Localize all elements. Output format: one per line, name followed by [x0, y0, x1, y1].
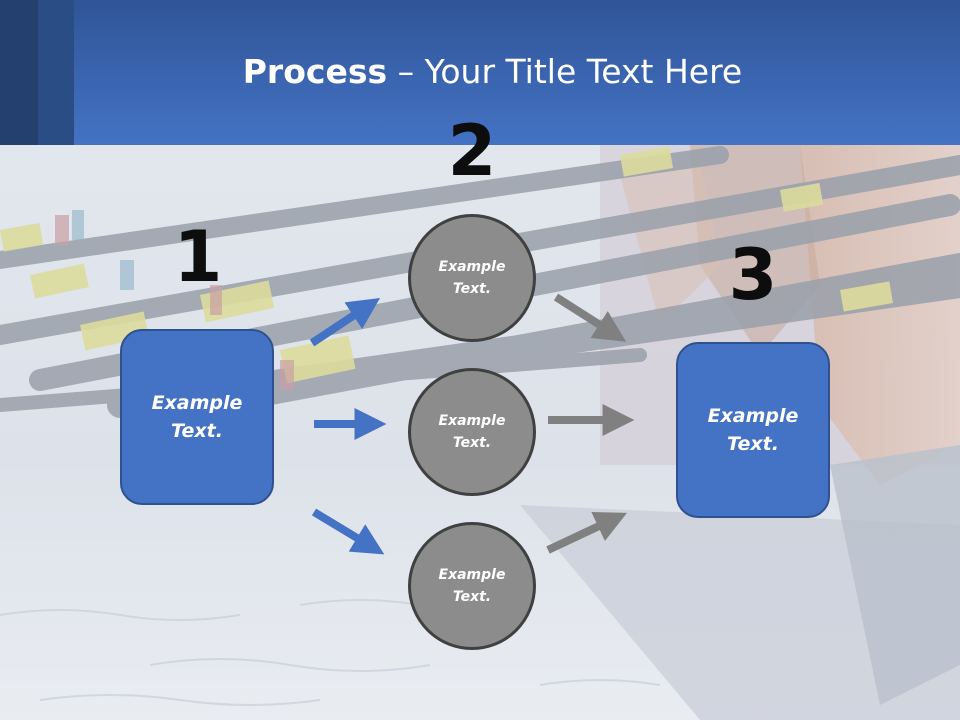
arrow-blue-down	[311, 508, 385, 555]
circle-label-line: Text.	[452, 281, 492, 297]
circle-label-line: Text.	[452, 589, 492, 605]
arrow-gray-down	[553, 293, 627, 342]
step-2-circle-middle[interactable]: Example Text.	[408, 368, 536, 496]
box-label-line: Text.	[727, 433, 779, 455]
step-3-box[interactable]: Example Text.	[676, 342, 830, 518]
circle-label-line: Example	[438, 566, 506, 583]
step-2-circle-top[interactable]: Example Text.	[408, 214, 536, 342]
circle-label-line: Text.	[452, 435, 492, 451]
box-label-line: Example	[707, 404, 799, 427]
step-1-box[interactable]: Example Text.	[120, 329, 274, 505]
box-label-line: Text.	[171, 420, 223, 442]
step-2-circle-bottom[interactable]: Example Text.	[408, 522, 536, 650]
header-bar	[0, 0, 960, 145]
title-rest: – Your Title Text Here	[387, 52, 743, 91]
arrow-blue-up	[309, 298, 381, 347]
box-label-line: Example	[151, 391, 243, 414]
step-number-3: 3	[728, 234, 778, 316]
step-number-2: 2	[447, 110, 497, 192]
circle-label-line: Example	[438, 258, 506, 275]
circle-label-line: Example	[438, 412, 506, 429]
slide-title: Process – Your Title Text Here	[0, 52, 960, 91]
header-accent-stripe	[0, 0, 38, 145]
header-accent-stripe	[38, 0, 74, 145]
title-bold: Process	[242, 52, 388, 91]
arrow-gray-up	[546, 512, 628, 554]
step-number-1: 1	[173, 216, 223, 298]
